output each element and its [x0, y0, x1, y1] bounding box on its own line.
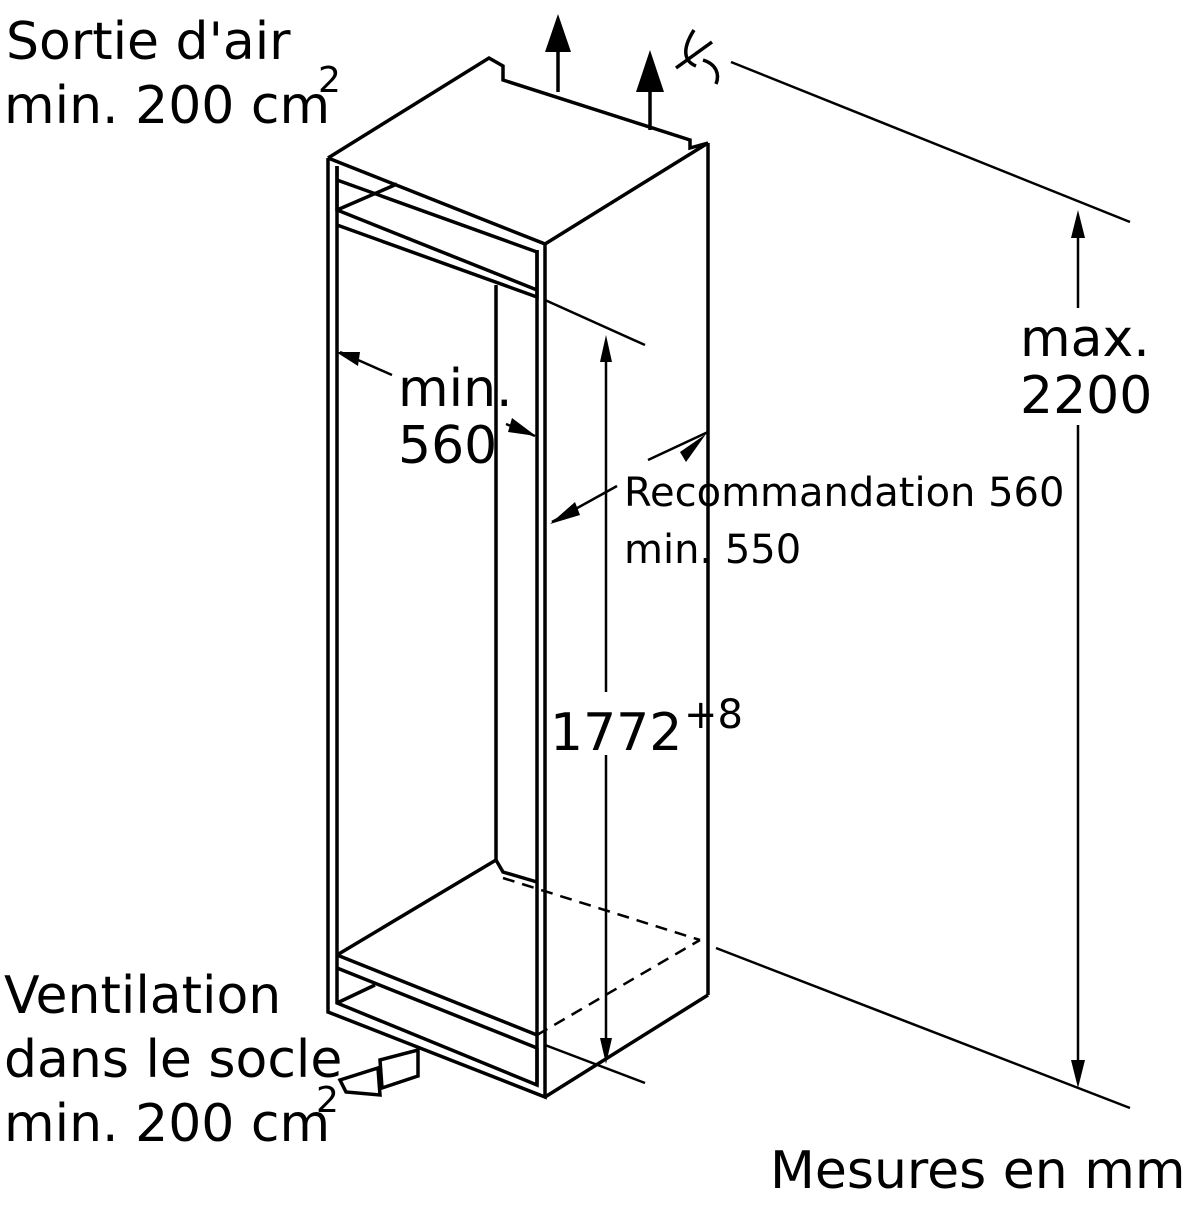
niche-height-tolerance: +8 [684, 692, 743, 738]
units-note: Mesures en mm [770, 1141, 1186, 1200]
niche-width-label-1: min. [398, 359, 513, 419]
niche-floor-back [336, 857, 538, 957]
air-outlet-label: Sortie d'air [6, 12, 291, 72]
floor-hidden-1 [502, 876, 701, 942]
upper-vent-slope [336, 182, 398, 212]
air-outlet-exponent: 2 [318, 60, 341, 101]
air-outlet-min-label: min. 200 cm [4, 76, 330, 136]
plinth-slope [336, 983, 376, 1005]
depth-dimension [550, 430, 710, 640]
upper-shelf-edge [336, 223, 539, 300]
niche-width-dimension [336, 350, 536, 438]
cabinet-bottom-edge [544, 993, 709, 1099]
depth-recommend-label: Recommandation 560 [624, 470, 1064, 516]
max-height-label-2: 2200 [1020, 366, 1152, 426]
plinth-vent-label-1: Ventilation [4, 966, 281, 1026]
up-arrow-icon [545, 14, 571, 92]
right-arrow-icon [337, 1047, 420, 1097]
plinth-top-line [336, 966, 538, 1050]
niche-floor-front [336, 953, 538, 1037]
plinth-vent-label-3: min. 200 cm [4, 1094, 330, 1154]
depth-min-label: min. 550 [624, 527, 801, 573]
cabinet-front-outline [326, 156, 547, 1100]
cut-symbol-icon [674, 29, 720, 85]
cabinet-front-inner [335, 166, 539, 1088]
upper-vent-top [336, 178, 538, 254]
up-arrow-icon [636, 50, 664, 130]
niche-cabinet [326, 55, 710, 1100]
plinth-vent-label-2: dans le socle [4, 1030, 342, 1090]
plinth-vent-exponent: 2 [316, 1080, 339, 1121]
floor-hidden-2 [536, 938, 701, 1037]
max-height-label-1: max. [1020, 309, 1150, 369]
max-height-dimension [715, 60, 1131, 1110]
niche-width-label-2: 560 [398, 416, 497, 476]
niche-height-label: 1772 [550, 703, 682, 763]
niche-height-dimension [544, 298, 646, 1085]
cabinet-top [327, 55, 709, 246]
